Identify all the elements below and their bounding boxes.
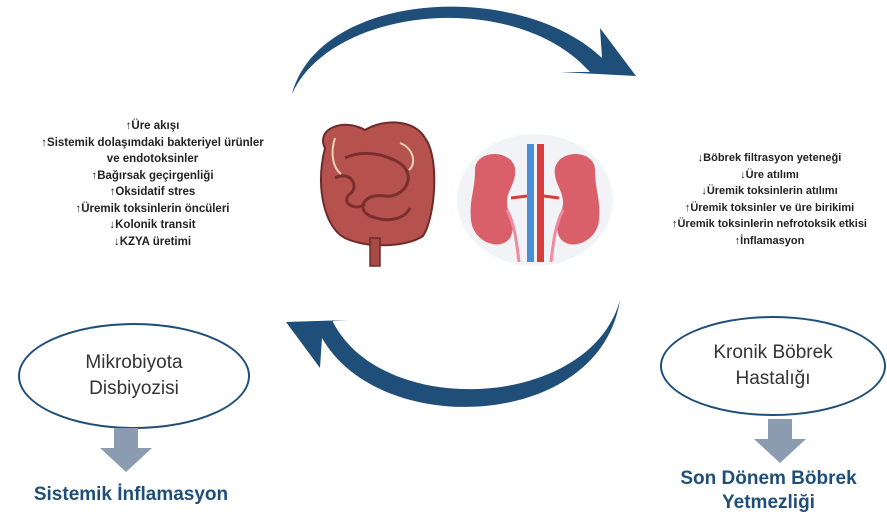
right-effect-item: ↓Böbrek filtrasyon yeteneği [652,150,887,167]
right-effect-item: ↓Üre atılımı [652,167,887,184]
right-result-line1: Son Dönem Böbrek [650,467,887,491]
right-oval-line1: Kronik Böbrek [713,340,832,366]
left-oval-line1: Mikrobiyota [85,350,182,376]
right-effect-item: ↓Üremik toksinlerin atılımı [652,183,887,200]
kidney-illustration [455,130,615,270]
left-effect-item: ↑Üremik toksinlerin öncüleri [10,201,295,218]
left-effect-item: ve endotoksinler [10,151,295,168]
left-down-arrow [98,428,154,474]
left-effect-item: ↑Bağırsak geçirgenliği [10,168,295,185]
right-effect-item: ↑İnflamasyon [652,233,887,250]
left-effect-item: ↑Oksidatif stres [10,184,295,201]
left-oval-line2: Disbiyozisi [85,376,182,402]
chronic-kidney-disease-oval: Kronik Böbrek Hastalığı [660,316,886,416]
left-effect-item: ↑Sistemik dolaşımdaki bakteriyel ürünler [10,135,295,152]
left-effect-item: ↓KZYA üretimi [10,234,295,251]
intestine-illustration [305,108,445,268]
right-result: Son Dönem Böbrek Yetmezliği [650,467,887,515]
right-effect-item: ↑Üremik toksinler ve üre birikimi [652,200,887,217]
right-result-line2: Yetmezliği [650,491,887,515]
right-oval-line2: Hastalığı [713,366,832,392]
right-effect-item: ↑Üremik toksinlerin nefrotoksik etkisi [652,216,887,233]
left-effect-item: ↓Kolonik transit [10,217,295,234]
left-effects-list: ↑Üre akışı ↑Sistemik dolaşımdaki bakteri… [10,118,295,250]
left-result: Sistemik İnflamasyon [0,483,262,507]
microbiota-dysbiosis-oval: Mikrobiyota Disbiyozisi [18,323,250,429]
right-down-arrow [752,419,808,465]
left-effect-item: ↑Üre akışı [10,118,295,135]
right-effects-list: ↓Böbrek filtrasyon yeteneği ↓Üre atılımı… [652,150,887,249]
